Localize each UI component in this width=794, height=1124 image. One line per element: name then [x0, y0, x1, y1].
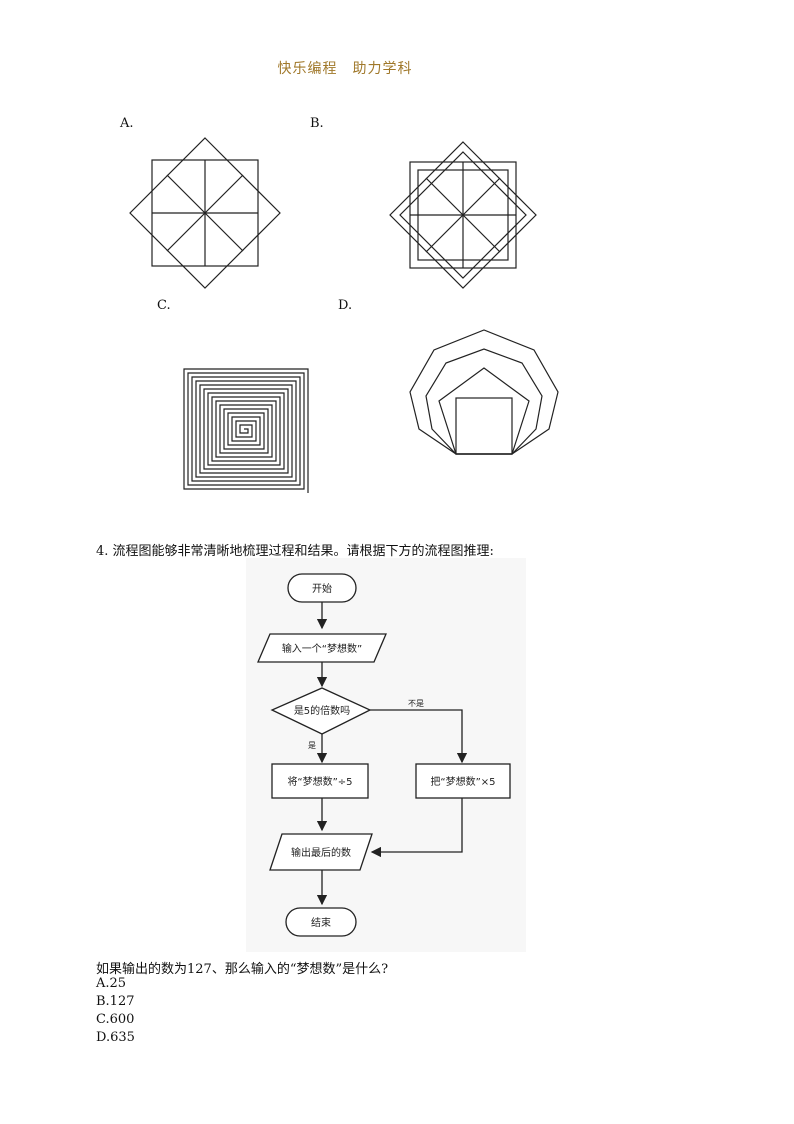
choice-d: D.635	[96, 1030, 135, 1045]
option-c-label: C.	[157, 298, 171, 313]
flow-decision-node: 是5的倍数吗	[270, 687, 372, 735]
question-4-text: 4. 流程图能够非常清晰地梳理过程和结果。请根据下方的流程图推理:	[96, 544, 494, 559]
flow-yes-label: 是	[308, 741, 316, 750]
flow-no-action-node: 把“梦想数”×5	[415, 763, 511, 799]
flow-no-action-label: 把“梦想数”×5	[430, 775, 495, 788]
flow-start-label: 开始	[312, 582, 332, 595]
option-b-label: B.	[310, 116, 324, 131]
option-d-label: D.	[338, 298, 353, 313]
option-a-label: A.	[120, 116, 134, 131]
option-d-figure	[409, 329, 559, 455]
flow-input-node: 输入一个“梦想数”	[257, 633, 387, 663]
flow-end-node: 结束	[285, 907, 357, 937]
choice-c: C.600	[96, 1012, 135, 1027]
flow-output-node: 输出最后的数	[269, 833, 373, 871]
choice-a: A.25	[96, 976, 127, 991]
page-header: 快乐编程 助力学科	[277, 61, 413, 77]
flow-input-label: 输入一个“梦想数”	[282, 642, 362, 655]
option-c-figure	[183, 368, 309, 493]
flowchart: 开始 输入一个“梦想数” 是5的倍数吗 不是 是 将“梦想数”÷5 把“梦想数”…	[246, 558, 526, 952]
choice-b: B.127	[96, 994, 135, 1009]
flow-no-label: 不是	[408, 699, 424, 708]
option-a-figure	[129, 137, 281, 289]
flow-end-label: 结束	[311, 916, 331, 929]
question-text: 如果输出的数为127、那么输入的“梦想数”是什么?	[96, 962, 389, 977]
flow-yes-action-label: 将“梦想数”÷5	[287, 775, 352, 788]
option-b-figure	[389, 141, 537, 289]
flow-decision-label: 是5的倍数吗	[294, 704, 350, 717]
flow-start-node: 开始	[287, 573, 357, 603]
flow-output-label: 输出最后的数	[291, 846, 351, 859]
flow-yes-action-node: 将“梦想数”÷5	[271, 763, 369, 799]
